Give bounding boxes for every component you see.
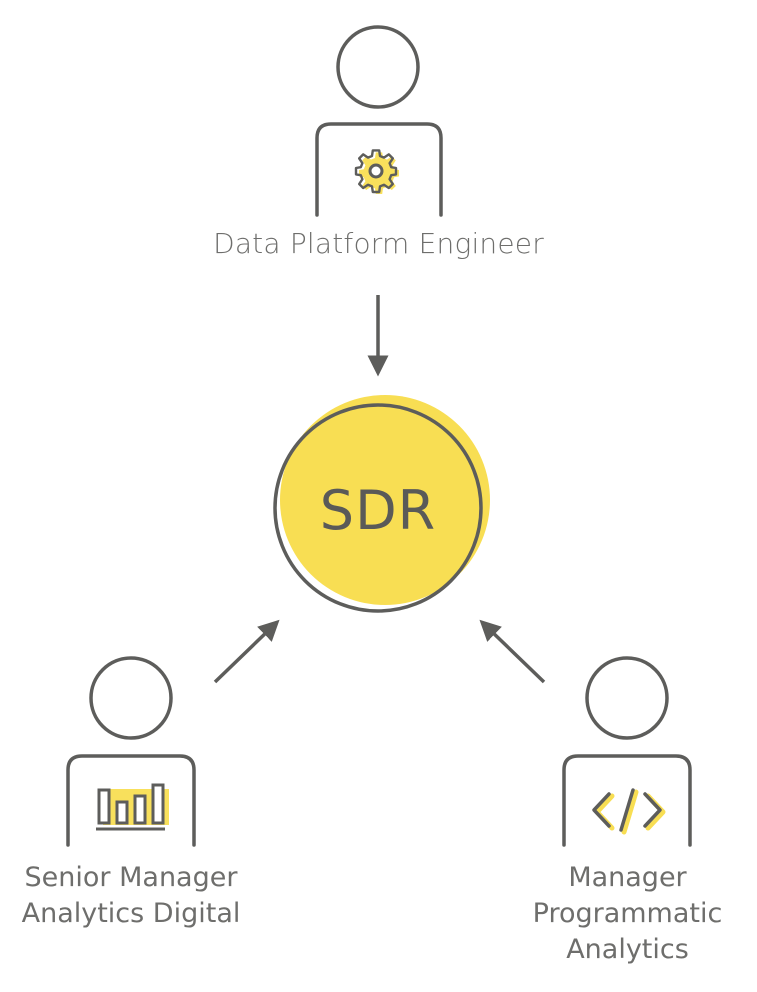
person-senior-manager-analytics-digital [66,656,196,847]
role-label-line: Analytics Digital [21,898,241,929]
role-label-line: Manager [568,862,687,893]
role-label-line: Programmatic [532,898,723,929]
role-label-data-platform-engineer: Data Platform Engineer [213,227,544,260]
center-outline [273,403,483,613]
arrow-left-to-center [213,619,280,684]
person-head [585,656,669,740]
arrow-right-to-center [479,619,546,684]
gear-icon [354,149,399,194]
role-label-line: Senior Manager [24,862,238,893]
code-icon [592,788,666,835]
person-manager-programmatic-analytics [562,656,692,847]
person-data-platform-engineer [315,25,443,217]
center-label: SDR [320,479,436,542]
role-label-line: Analytics [566,934,689,965]
role-label-senior-manager-analytics-digital: Senior Manager Analytics Digital [0,860,262,932]
person-body [562,754,692,847]
person-head [336,25,420,109]
person-head [89,656,173,740]
person-body [315,122,443,217]
role-label-manager-programmatic-analytics: Manager Programmatic Analytics [498,860,757,968]
center-node: SDR [273,395,490,613]
bar-chart-icon [96,783,169,831]
person-body [66,754,196,847]
center-yellow-fill [280,395,490,605]
